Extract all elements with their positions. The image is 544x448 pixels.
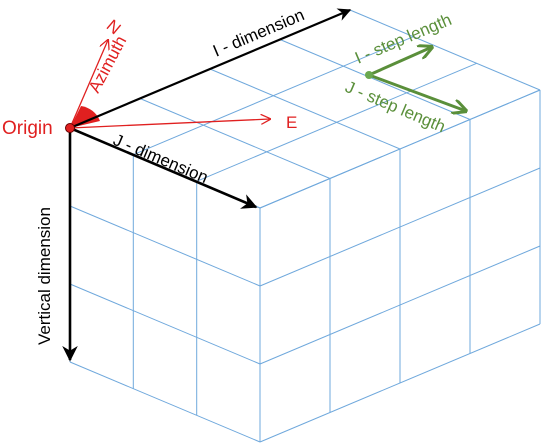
j-step-arrow	[368, 73, 466, 111]
grid-line	[139, 98, 331, 179]
grid-line	[69, 205, 261, 287]
i-dimension-label: I - dimension	[210, 5, 307, 61]
i-dimension-arrow	[69, 8, 352, 130]
azimuth-arc	[70, 106, 100, 128]
grid-line	[259, 245, 541, 365]
grid-line	[259, 323, 541, 443]
step-point	[365, 71, 373, 79]
grid-line	[133, 36, 414, 156]
j-dimension-label: J - dimension	[110, 130, 210, 187]
grid-line	[69, 283, 261, 365]
grid-line	[259, 167, 541, 287]
grid-line	[279, 39, 471, 120]
origin-point	[65, 123, 75, 133]
grid-line	[259, 89, 541, 209]
east-label: E	[286, 113, 297, 132]
grid-lines	[69, 9, 541, 443]
origin-label: Origin	[2, 118, 53, 139]
north-arrow	[69, 40, 108, 129]
azimuth-label: Azimuth	[85, 33, 131, 96]
grid-line	[209, 68, 401, 150]
east-arrow	[69, 119, 270, 129]
grid-line	[196, 62, 477, 182]
vertical-dimension-label: Vertical dimension	[35, 207, 54, 345]
grid-line	[349, 9, 541, 91]
i-step-arrow	[368, 47, 432, 77]
grid-line	[69, 361, 261, 443]
j-dimension-arrow	[69, 126, 258, 209]
